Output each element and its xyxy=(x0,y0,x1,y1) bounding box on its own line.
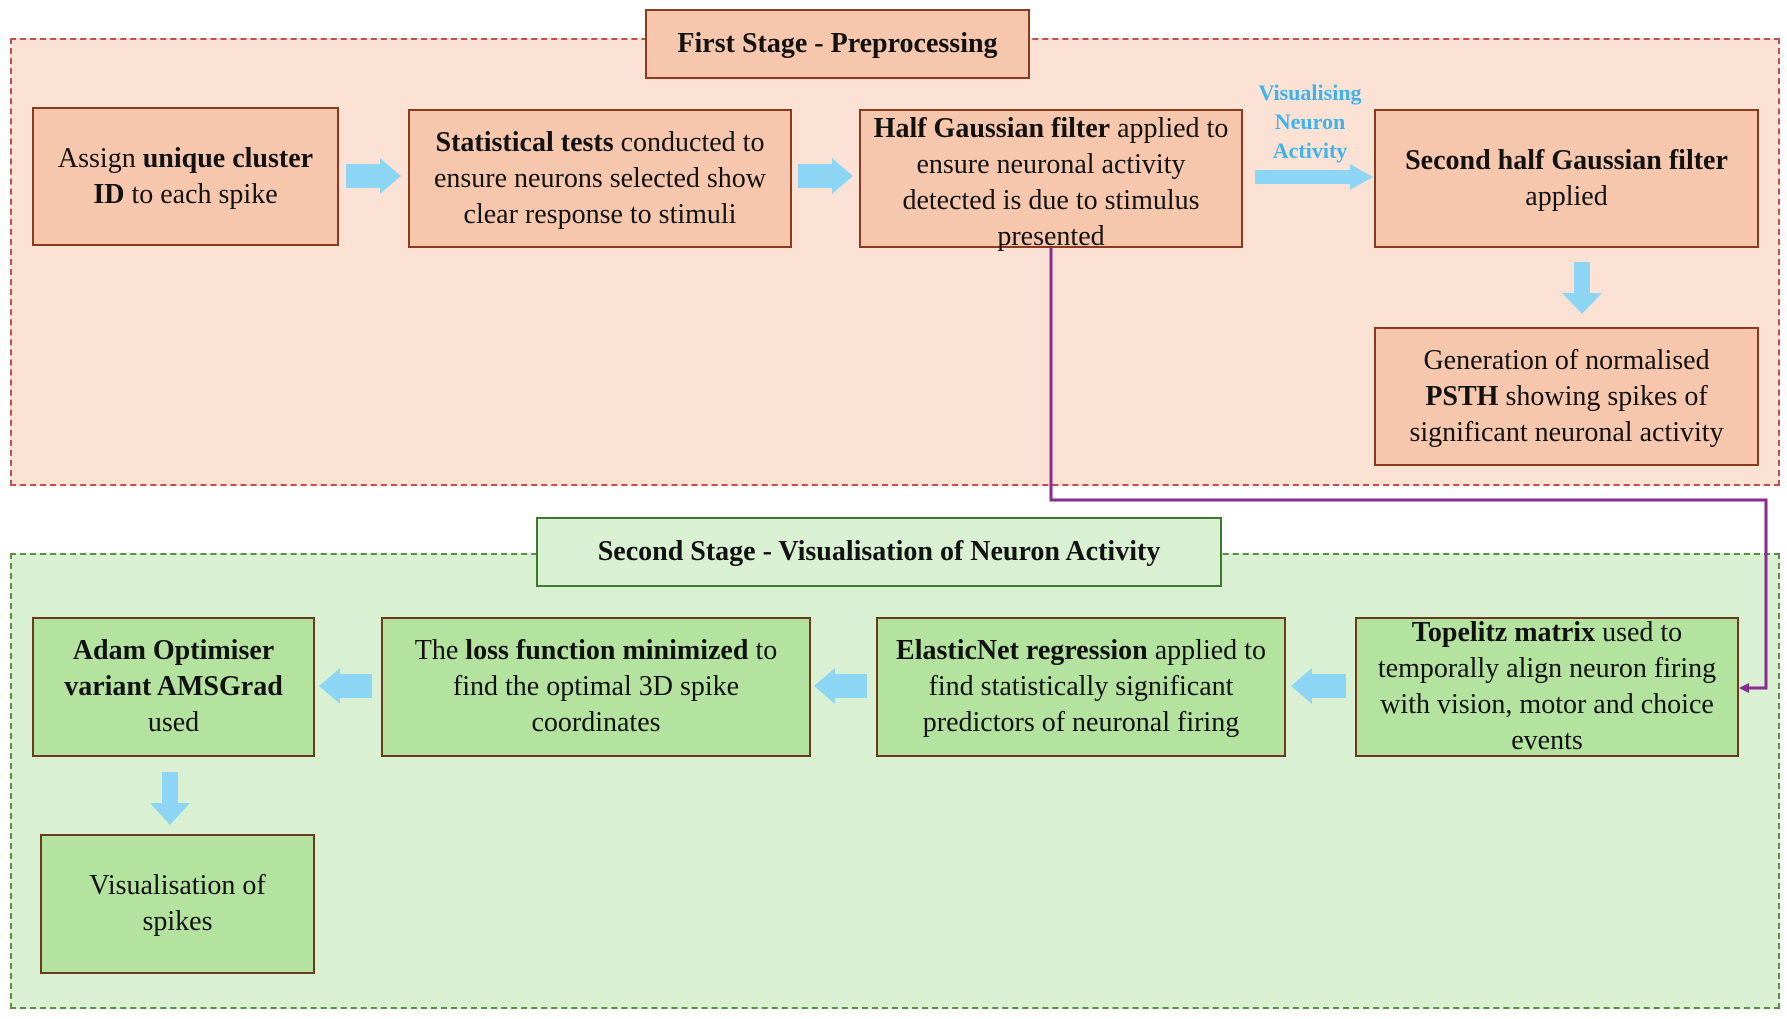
arrow-down-2 xyxy=(150,772,190,825)
vis-text: Visualisation of spikes xyxy=(89,870,266,937)
arrow-right-1 xyxy=(346,158,401,194)
arrow-left-1 xyxy=(1291,668,1346,704)
arrow-right-2 xyxy=(798,158,853,194)
visualisation-of-spikes-box: Visualisation of spikes xyxy=(40,834,315,974)
elasticnet-regression-box: ElasticNet regression applied to find st… xyxy=(876,617,1286,757)
toeplitz-text-post: used to temporally align neuron firing w… xyxy=(1377,617,1717,756)
loss-text-post: to find the optimal 3D spike coordinates xyxy=(452,635,778,738)
psth-text-pre: Generation of normalised xyxy=(1423,344,1710,376)
loss-text-pre: The xyxy=(414,635,466,666)
assign-text-post: to each spike xyxy=(124,178,278,210)
adam-text-post: used xyxy=(147,707,200,738)
stat-text-post: conducted to ensure neurons selected sho… xyxy=(433,126,766,230)
assign-text-pre: Assign xyxy=(57,142,143,174)
toeplitz-text-bold: Topelitz matrix xyxy=(1411,617,1596,648)
adam-optimiser-box: Adam Optimiser variant AMSGrad used xyxy=(32,617,315,757)
second-half-text-bold: Second half Gaussian filter xyxy=(1405,144,1728,176)
elastic-text-post: applied to find statistically significan… xyxy=(922,635,1266,738)
elastic-text-bold: ElasticNet regression xyxy=(896,635,1148,666)
second-half-text-post: applied xyxy=(1525,180,1608,212)
assign-cluster-id-box: Assign unique cluster ID to each spike xyxy=(32,107,339,246)
stat-text-bold: Statistical tests xyxy=(435,126,614,158)
stage1-title: First Stage - Preprocessing xyxy=(645,9,1030,79)
half-gaussian-filter-box: Half Gaussian filter applied to ensure n… xyxy=(859,109,1243,252)
half-text-post: applied to ensure neuronal activity dete… xyxy=(902,113,1229,252)
stage2-title: Second Stage - Visualisation of Neuron A… xyxy=(536,517,1222,587)
arrow-right-3 xyxy=(1255,164,1373,190)
assign-text-bold: unique cluster ID xyxy=(93,142,314,210)
toeplitz-matrix-box: Topelitz matrix used to temporally align… xyxy=(1355,617,1739,757)
arrow-left-2 xyxy=(814,668,867,704)
arrow-left-3 xyxy=(319,668,372,704)
arrow-down-1 xyxy=(1562,262,1602,314)
loss-text-bold: loss function minimized xyxy=(465,635,749,666)
purple-connector xyxy=(1049,248,1768,693)
psth-text-post: showing spikes of significant neuronal a… xyxy=(1409,380,1724,448)
adam-text-bold: Adam Optimiser variant AMSGrad xyxy=(64,635,283,702)
psth-text-bold: PSTH xyxy=(1425,380,1499,412)
visualising-neuron-activity-label: Visualising Neuron Activity xyxy=(1258,80,1362,163)
statistical-tests-box: Statistical tests conducted to ensure ne… xyxy=(408,109,792,248)
half-text-bold: Half Gaussian filter xyxy=(873,113,1111,144)
psth-generation-box: Generation of normalised PSTH showing sp… xyxy=(1374,327,1759,466)
second-half-gaussian-box: Second half Gaussian filter applied xyxy=(1374,109,1759,248)
loss-function-box: The loss function minimized to find the … xyxy=(381,617,811,757)
